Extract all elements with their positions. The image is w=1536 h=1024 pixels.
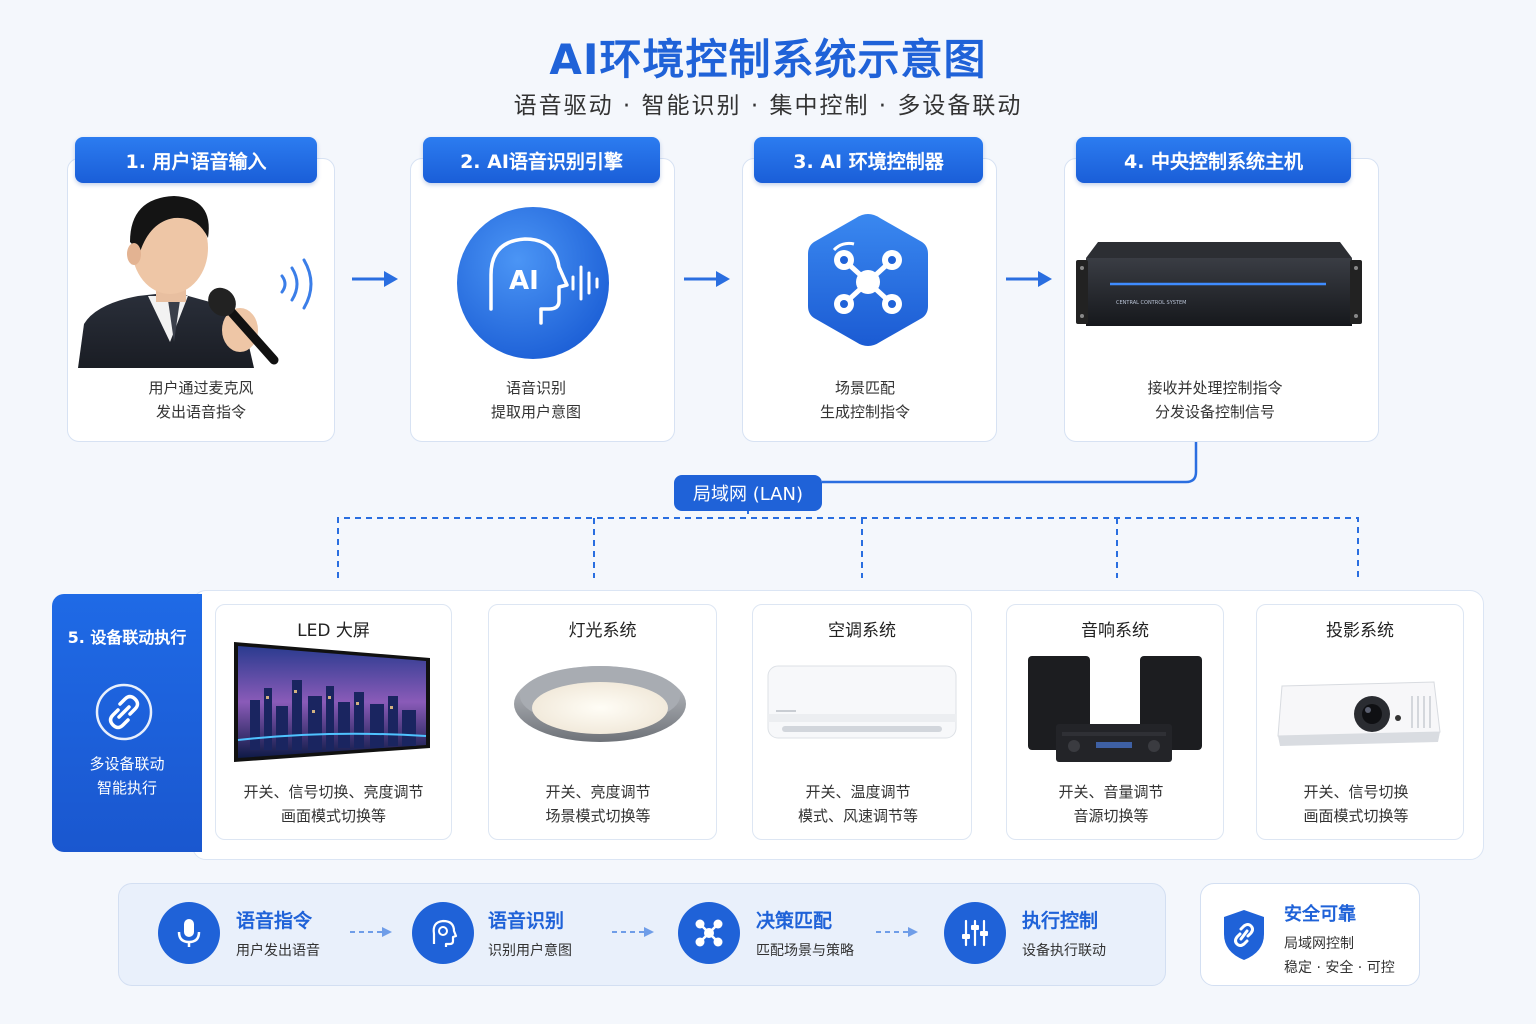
flow-sub-recognition: 识别用户意图 — [488, 943, 572, 959]
step-desc-voice-input: 用户通过麦克风 发出语音指令 — [148, 379, 254, 421]
step-tab-ai-controller: 3. AI 环境控制器 — [754, 137, 983, 183]
step-desc-ai-controller: 场景匹配 生成控制指令 — [819, 379, 910, 421]
device-desc-led: 开关、信号切换、亮度调节 画面模式切换等 — [243, 783, 424, 825]
device-name-lighting: 灯光系统 — [568, 621, 637, 641]
lan-connector-lines — [337, 442, 1359, 578]
step-tab-central-host: 4. 中央控制系统主机 — [1076, 137, 1351, 183]
device-desc-projector: 开关、信号切换 画面模式切换等 — [1303, 783, 1409, 825]
flow-sub-execution: 设备执行联动 — [1022, 943, 1106, 959]
controller-hexagon-icon — [808, 214, 928, 346]
arrow-right-icon — [352, 271, 398, 287]
flow-sub-voice: 用户发出语音 — [236, 943, 320, 959]
flow-title-voice: 语音指令 — [236, 910, 313, 932]
lan-label: 局域网 (LAN) — [674, 475, 822, 511]
security-title: 安全可靠 — [1284, 904, 1356, 925]
execution-panel: 5. 设备联动执行 多设备联动 智能执行 — [52, 594, 202, 852]
page-title: AI环境控制系统示意图 — [549, 35, 987, 84]
step-tab-voice-input: 1. 用户语音输入 — [75, 137, 317, 183]
brain-icon — [412, 902, 474, 964]
central-host-label: CENTRAL CONTROL SYSTEM — [1116, 300, 1186, 306]
device-name-aircon: 空调系统 — [828, 621, 896, 641]
dashed-arrow-icon — [350, 927, 392, 937]
ceiling-light-image — [514, 666, 686, 742]
flow-sub-decision: 匹配场景与策略 — [756, 943, 854, 959]
device-desc-aircon: 开关、温度调节 模式、风速调节等 — [797, 783, 918, 825]
device-desc-lighting: 开关、亮度调节 场景模式切换等 — [545, 783, 651, 825]
dashed-arrow-icon — [612, 927, 654, 937]
device-name-projector: 投影系统 — [1326, 621, 1394, 641]
projector-image — [1277, 681, 1441, 746]
speaker-illustration — [78, 196, 313, 368]
security-line-2: 稳定 · 安全 · 可控 — [1284, 960, 1395, 976]
sliders-icon — [944, 902, 1006, 964]
step-desc-ai-engine: 语音识别 提取用户意图 — [490, 379, 581, 421]
arrow-right-icon — [684, 271, 730, 287]
page-subtitle: 语音驱动 · 智能识别 · 集中控制 · 多设备联动 — [513, 93, 1023, 119]
audio-speakers-image — [1028, 656, 1202, 762]
air-conditioner-image — [767, 665, 957, 739]
flow-title-recognition: 语音识别 — [488, 910, 565, 932]
device-desc-audio: 开关、音量调节 音源切换等 — [1058, 783, 1164, 825]
execution-title: 5. 设备联动执行 — [67, 628, 187, 647]
device-name-led: LED 大屏 — [297, 621, 370, 641]
arrow-right-icon — [1006, 271, 1052, 287]
microphone-icon — [158, 902, 220, 964]
step-desc-central-host: 接收并处理控制指令 分发设备控制信号 — [1147, 379, 1283, 421]
flow-title-decision: 决策匹配 — [756, 910, 833, 932]
execution-desc: 多设备联动 智能执行 — [89, 755, 165, 797]
step-tab-ai-engine: 2. AI语音识别引擎 — [423, 137, 660, 183]
ai-head-icon-text: AI — [509, 266, 539, 296]
ai-head-icon: AI — [457, 207, 609, 359]
led-screen-image — [234, 642, 430, 762]
flow-title-execution: 执行控制 — [1022, 910, 1099, 932]
device-name-audio: 音响系统 — [1081, 621, 1149, 641]
dashed-arrow-icon — [876, 927, 918, 937]
link-icon — [95, 683, 153, 741]
shield-icon — [1224, 910, 1264, 960]
network-nodes-icon — [678, 902, 740, 964]
central-host-device: CENTRAL CONTROL SYSTEM — [1076, 242, 1362, 326]
security-line-1: 局域网控制 — [1284, 936, 1354, 952]
